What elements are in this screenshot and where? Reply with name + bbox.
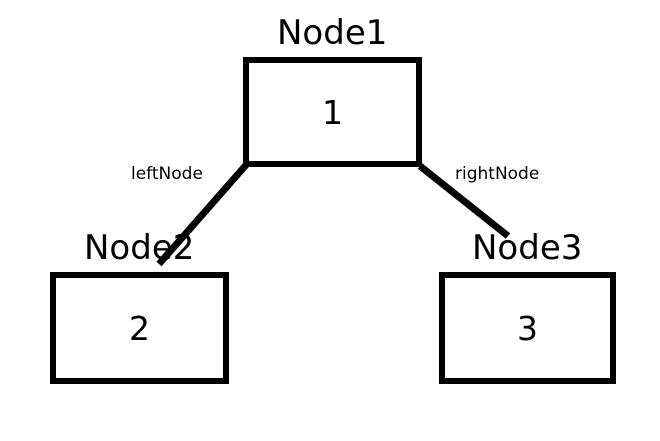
node-left-title: Node2 bbox=[84, 228, 195, 268]
node-right-box: 3 bbox=[439, 272, 616, 384]
node-root-title: Node1 bbox=[277, 13, 388, 53]
edge-label-right-node: rightNode bbox=[455, 164, 540, 184]
edge-root-to-left bbox=[156, 162, 249, 267]
node-right-value: 3 bbox=[517, 308, 538, 348]
node-root-box: 1 bbox=[243, 57, 422, 167]
edge-root-to-right bbox=[417, 163, 511, 239]
node-left-box: 2 bbox=[50, 272, 229, 384]
node-left-value: 2 bbox=[129, 308, 150, 348]
node-root-value: 1 bbox=[322, 92, 343, 132]
edge-label-left-node: leftNode bbox=[131, 164, 203, 184]
node-right-title: Node3 bbox=[472, 228, 583, 268]
